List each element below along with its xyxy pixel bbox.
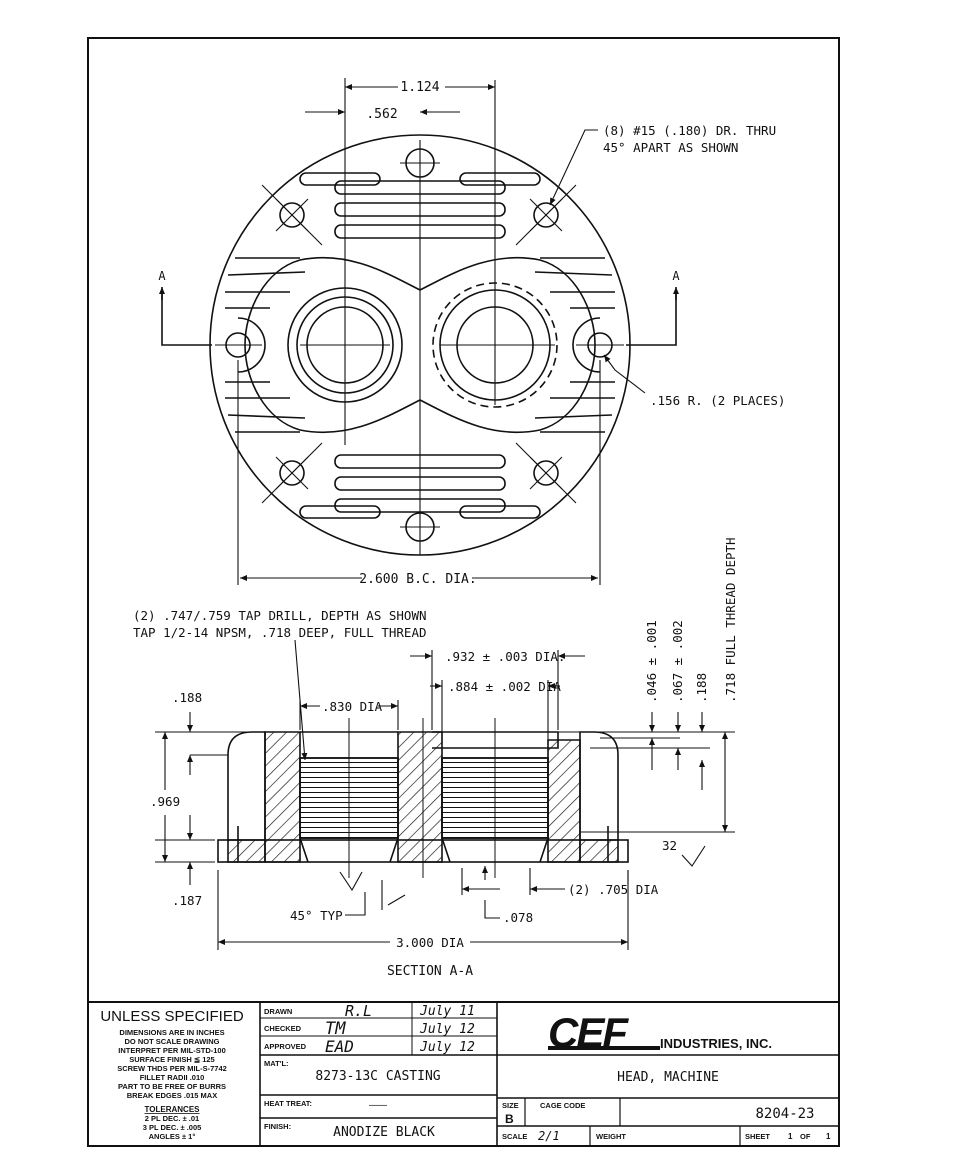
material: 8273-13C CASTING [315,1069,440,1084]
note-holes-line2: 45° APART AS SHOWN [603,140,738,155]
dim-067: .067 ± .002 [670,620,685,703]
note-tap-line1: (2) .747/.759 TAP DRILL, DEPTH AS SHOWN [133,608,427,623]
tolerance-2pl: 2 PL DEC. ± .01 [145,1114,199,1123]
drawn-by: R.L [345,1002,372,1020]
note-tap-line2: TAP 1/2-14 NPSM, .718 DEEP, FULL THREAD [133,625,427,640]
general-note-6: FILLET RADII .010 [140,1073,205,1082]
hatch-left [264,731,301,863]
general-note-1: DIMENSIONS ARE IN INCHES [119,1028,224,1037]
hatch-right [547,739,581,863]
top-view-labels: 1.124 .562 2.600 B.C. DIA. (8) #15 (.180… [158,80,785,587]
note-holes-line1: (8) #15 (.180) DR. THRU [603,123,776,138]
dim-830: .830 DIA [322,699,383,714]
dim-884: .884 ± .002 DIA [448,679,561,694]
sheet-label: SHEET [745,1132,770,1141]
drawing-number: 8204-23 [755,1106,814,1122]
left-boss [227,731,266,840]
section-dimensions [155,639,735,950]
general-note-4: SURFACE FINISH ≦ 125 [129,1055,214,1064]
heat-treat-label: HEAT TREAT: [264,1099,312,1108]
general-note-8: BREAK EDGES .015 MAX [127,1091,217,1100]
cage-code-label: CAGE CODE [540,1101,585,1110]
note-radius: .156 R. (2 PLACES) [650,393,785,408]
dim-bc-dia: 2.600 B.C. DIA. [359,572,476,587]
tolerances-title: TOLERANCES [145,1105,201,1114]
checked-date: July 12 [419,1022,475,1037]
dim-718: .718 FULL THREAD DEPTH [723,537,738,703]
heat-treat: ——— [369,1100,388,1111]
dim-188-right: .188 [694,673,709,703]
approved-by: EAD [325,1037,354,1056]
scale-value: 2/1 [538,1129,560,1143]
hatch-center [397,731,443,863]
tolerance-3pl: 3 PL DEC. ± .005 [143,1123,202,1132]
size-value: B [505,1112,514,1126]
finish: ANODIZE BLACK [333,1125,435,1140]
dim-1124: 1.124 [400,80,439,95]
drawn-label: DRAWN [264,1007,292,1016]
top-view-centerlines [215,78,624,585]
weight-label: WEIGHT [596,1132,626,1141]
dim-046: .046 ± .001 [644,620,659,703]
section-centerlines [348,718,496,878]
left-ear [237,317,266,373]
dim-562: .562 [366,107,397,122]
size-label: SIZE [502,1101,519,1110]
finish-label: FINISH: [264,1122,291,1131]
x-holes [279,202,559,486]
top-view-dimensions [159,84,679,581]
dim-705: (2) .705 DIA [568,882,659,897]
section-title: SECTION A-A [387,964,473,979]
dim-969: .969 [150,794,180,809]
matl-label: MAT'L: [264,1059,289,1068]
general-note-7: PART TO BE FREE OF BURRS [118,1082,226,1091]
logo-underline [548,1046,660,1050]
scale-label: SCALE [502,1132,527,1141]
finish-mark-32: 32 [662,838,677,853]
checked-by: TM [325,1019,346,1039]
section-mark-right: A [672,269,680,283]
dim-932: .932 ± .003 DIA. [445,649,565,664]
general-note-2: DO NOT SCALE DRAWING [125,1037,220,1046]
company-name: INDUSTRIES, INC. [660,1036,772,1051]
dim-078: .078 [503,910,533,925]
sheet-number: 1 [788,1132,793,1141]
dim-45-typ: 45° TYP [290,908,343,923]
right-ear [572,317,601,373]
title-block-text: UNLESS SPECIFIED DIMENSIONS ARE IN INCHE… [100,1002,831,1143]
dim-187: .187 [172,893,202,908]
unless-specified: UNLESS SPECIFIED [100,1008,244,1025]
title-block [87,1001,840,1147]
general-note-3: INTERPRET PER MIL-STD-100 [118,1046,226,1055]
sheet-total: 1 [826,1132,831,1141]
drawn-date: July 11 [419,1004,475,1019]
approved-date: July 12 [419,1040,475,1055]
checked-label: CHECKED [264,1024,302,1033]
of-label: OF [800,1132,811,1141]
dim-3000: 3.000 DIA [396,935,464,950]
approved-label: APPROVED [264,1042,307,1051]
section-mark-left: A [158,269,166,283]
central-boss [244,256,596,434]
section-labels: (2) .747/.759 TAP DRILL, DEPTH AS SHOWN … [133,537,738,979]
general-note-5: SCREW THDS PER MIL-S-7742 [117,1064,227,1073]
tolerance-angles: ANGLES ± 1° [149,1132,196,1141]
part-name: HEAD, MACHINE [617,1070,719,1085]
dim-188-left: .188 [172,690,202,705]
